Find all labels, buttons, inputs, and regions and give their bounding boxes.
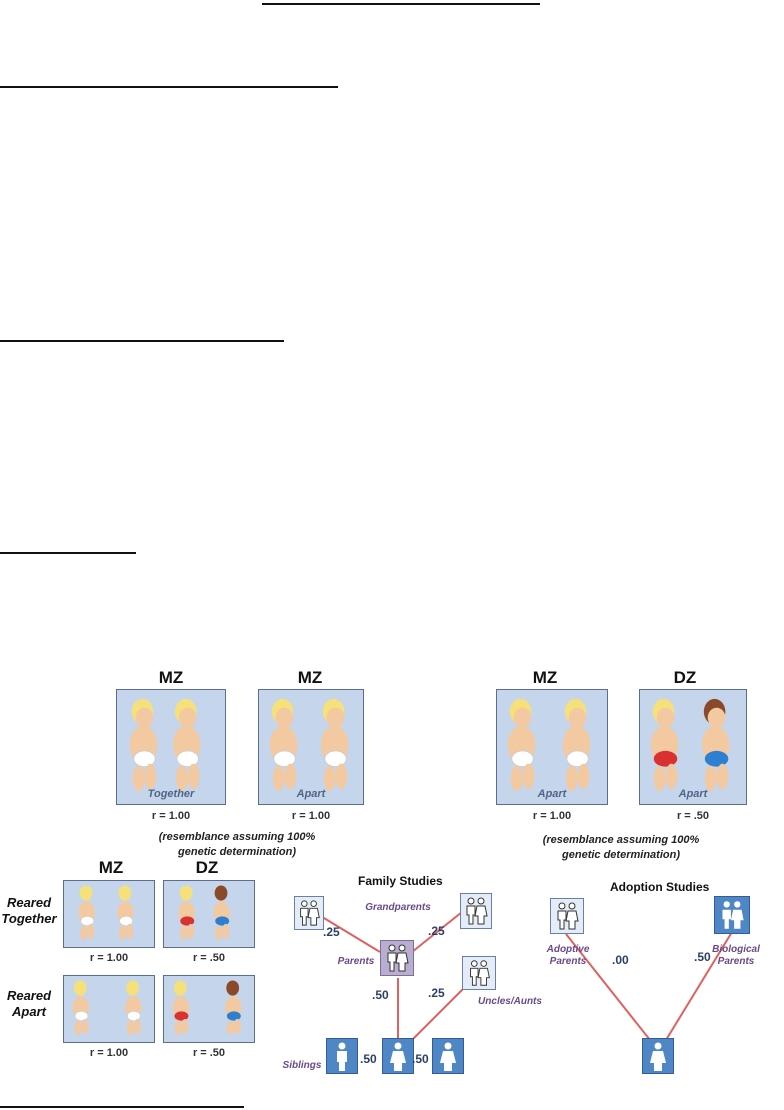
coef-uncles-aunts: .25 xyxy=(428,986,445,1000)
reared-apart-dz-r: r = .50 xyxy=(192,1047,226,1059)
twin-panel-caption: Apart xyxy=(296,788,326,800)
coef-grandparents-right: .25 xyxy=(428,924,445,938)
person-icon xyxy=(390,1042,406,1071)
baby-pair-dz-icon xyxy=(172,980,242,1036)
twin-panel-caption: Together xyxy=(147,788,195,800)
uncles-aunts-label: Uncles/Aunts xyxy=(478,996,542,1007)
couple-icon xyxy=(300,900,320,926)
baby-pair-dz-icon xyxy=(650,698,730,792)
row-label-apart: Reared Apart xyxy=(6,988,52,1019)
twin-panel-mz-apart-2: Apart xyxy=(496,689,608,805)
uncles-aunts-box xyxy=(462,956,496,990)
siblings-label: Siblings xyxy=(282,1060,322,1071)
baby-pair-icon xyxy=(507,698,591,792)
coef-sibling-right: .50 xyxy=(412,1052,429,1066)
reared-together-mz-r: r = 1.00 xyxy=(89,952,129,964)
biological-parents-box xyxy=(714,896,750,934)
person-icon xyxy=(337,1042,347,1071)
figure-note: (resemblance assuming 100% genetic deter… xyxy=(158,831,316,858)
twin-label: MZ xyxy=(158,668,184,687)
grandparents-left-box xyxy=(294,896,324,930)
reared-apart-dz-panel xyxy=(163,975,255,1043)
parents-label: Parents xyxy=(337,956,375,967)
baby-pair-icon xyxy=(269,698,349,792)
family-studies-title: Family Studies xyxy=(358,874,443,888)
sibling-left-box xyxy=(326,1038,358,1074)
twin-label: DZ xyxy=(673,668,697,687)
twin-correlation: r = 1.00 xyxy=(151,810,191,822)
baby-pair-icon xyxy=(129,698,201,792)
redacted-heading-rule-3 xyxy=(0,552,136,554)
person-icon xyxy=(440,1042,456,1071)
grandparents-right-box xyxy=(460,893,492,929)
twin-panel-mz-apart: Apart xyxy=(258,689,364,805)
coef-grandparents-left: .25 xyxy=(323,925,340,939)
reared-together-dz-r: r = .50 xyxy=(192,952,226,964)
column-label-mz: MZ xyxy=(98,858,124,877)
redacted-title-rule xyxy=(262,3,540,5)
couple-icon xyxy=(722,901,744,929)
biological-parents-label: Biological Parents xyxy=(712,944,760,967)
twin-panel-caption: Apart xyxy=(537,788,567,800)
redacted-heading-rule-1 xyxy=(0,86,338,88)
reared-together-mz-panel xyxy=(63,880,155,948)
twin-panel-dz-apart: Apart xyxy=(639,689,747,805)
twin-label: MZ xyxy=(297,668,323,687)
twin-panel-mz-together: Together xyxy=(116,689,226,805)
adoptive-parents-label: Adoptive Parents xyxy=(546,944,590,967)
twin-panel-caption: Apart xyxy=(678,788,708,800)
twin-label: MZ xyxy=(532,668,558,687)
twin-correlation: r = 1.00 xyxy=(291,810,331,822)
baby-pair-icon xyxy=(78,885,134,941)
person-icon xyxy=(650,1042,666,1071)
figure-note: (resemblance assuming 100% genetic deter… xyxy=(542,834,700,861)
adoptive-parents-box xyxy=(550,898,584,934)
row-label-together: Reared Together xyxy=(1,895,57,926)
reared-together-dz-panel xyxy=(163,880,255,948)
column-label-dz: DZ xyxy=(195,858,219,877)
grandparents-label: Grandparents xyxy=(365,902,431,913)
redacted-heading-rule-2 xyxy=(0,340,284,342)
coef-parents: .50 xyxy=(372,988,389,1002)
adoption-studies-title: Adoption Studies xyxy=(610,880,710,894)
baby-pair-icon xyxy=(72,980,142,1036)
coef-sibling-left: .50 xyxy=(360,1052,377,1066)
redacted-heading-rule-4 xyxy=(0,1106,244,1108)
couple-icon xyxy=(387,944,409,972)
twin-correlation: r = 1.00 xyxy=(532,810,572,822)
parents-box xyxy=(380,940,414,976)
adoptee-box xyxy=(642,1038,674,1074)
coef-biological: .50 xyxy=(694,950,711,964)
twin-correlation: r = .50 xyxy=(676,810,710,822)
reared-apart-mz-panel xyxy=(63,975,155,1043)
self-box xyxy=(382,1038,414,1074)
sibling-right-box xyxy=(432,1038,464,1074)
couple-icon xyxy=(466,897,488,925)
reared-apart-mz-r: r = 1.00 xyxy=(89,1047,129,1059)
couple-icon xyxy=(470,960,490,986)
baby-pair-dz-icon xyxy=(178,885,230,941)
coef-adoptive: .00 xyxy=(612,953,629,967)
couple-icon xyxy=(557,902,579,930)
